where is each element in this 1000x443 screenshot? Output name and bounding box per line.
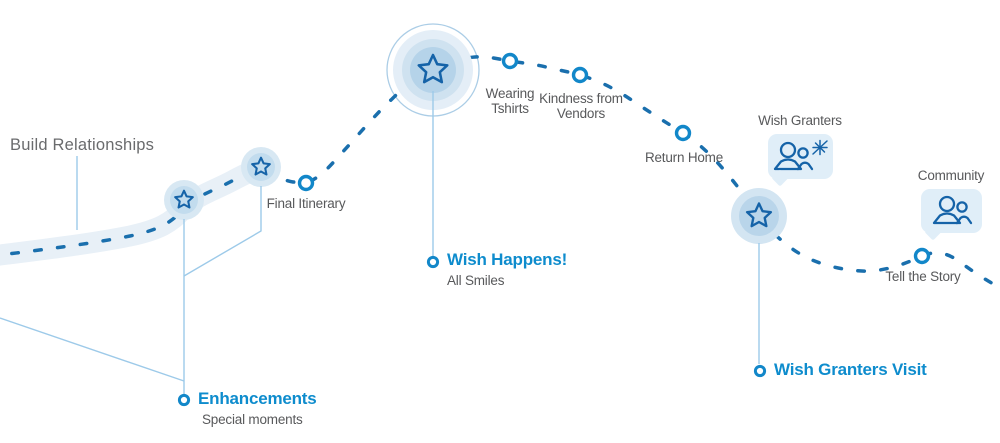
halo-inner	[739, 196, 779, 236]
callout-bullets	[177, 255, 767, 407]
callout-subtitle-special-moments: Special moments	[202, 412, 303, 427]
wish-granters-badge	[768, 134, 833, 179]
callout-title-enhancements: Enhancements	[198, 389, 317, 408]
connector-left-edge-enhancements	[0, 317, 185, 382]
callout-subtitle-all-smiles: All Smiles	[447, 273, 505, 288]
star-icon	[417, 53, 449, 84]
bullet-enhancements	[177, 393, 191, 407]
stop-circle-tell-the-story	[913, 247, 931, 265]
journey-stops	[297, 52, 931, 265]
star-milestone-wish-granters	[731, 188, 787, 244]
stop-label-tell-the-story: Tell the Story	[885, 269, 961, 284]
stop-circle-kindness-from-vendors	[571, 66, 589, 84]
star-icon	[251, 156, 271, 176]
star-milestone-2	[241, 147, 281, 187]
stop-label-final-itinerary: Final Itinerary	[266, 196, 346, 211]
bullet-wish-happens	[426, 255, 440, 269]
community-badge	[921, 189, 982, 233]
connector-star2-enhancements	[183, 186, 262, 277]
people-icon	[932, 195, 972, 225]
stop-label-wearing-tshirts: Wearing Tshirts	[485, 86, 535, 116]
bullet-wish-granters-visit	[753, 364, 767, 378]
star-icon	[745, 202, 773, 228]
star-icon	[174, 189, 194, 209]
journey-band	[0, 156, 272, 266]
stop-circle-final-itinerary	[297, 174, 315, 192]
halo-inner	[247, 153, 275, 181]
people-sparkle-icon	[773, 139, 828, 170]
halo-inner	[170, 186, 198, 214]
callout-title-wish-happens: Wish Happens!	[447, 250, 568, 269]
community-badge-label: Community	[917, 168, 985, 183]
star-milestone-1	[164, 180, 204, 220]
big-star-halo-inner	[410, 47, 456, 93]
build-relationships-label: Build Relationships	[10, 136, 155, 154]
callout-title-wish-granters-visit: Wish Granters Visit	[774, 360, 927, 379]
stop-label-kindness-from-vendors: Kindness from Vendors	[539, 91, 623, 121]
stop-circle-return-home	[674, 124, 692, 142]
stop-circle-wearing-tshirts	[501, 52, 519, 70]
connector-lines	[0, 91, 760, 394]
wish-happens-star-milestone	[393, 30, 473, 110]
wish-granters-badge-label: Wish Granters	[758, 113, 842, 128]
stop-label-return-home: Return Home	[644, 150, 724, 165]
